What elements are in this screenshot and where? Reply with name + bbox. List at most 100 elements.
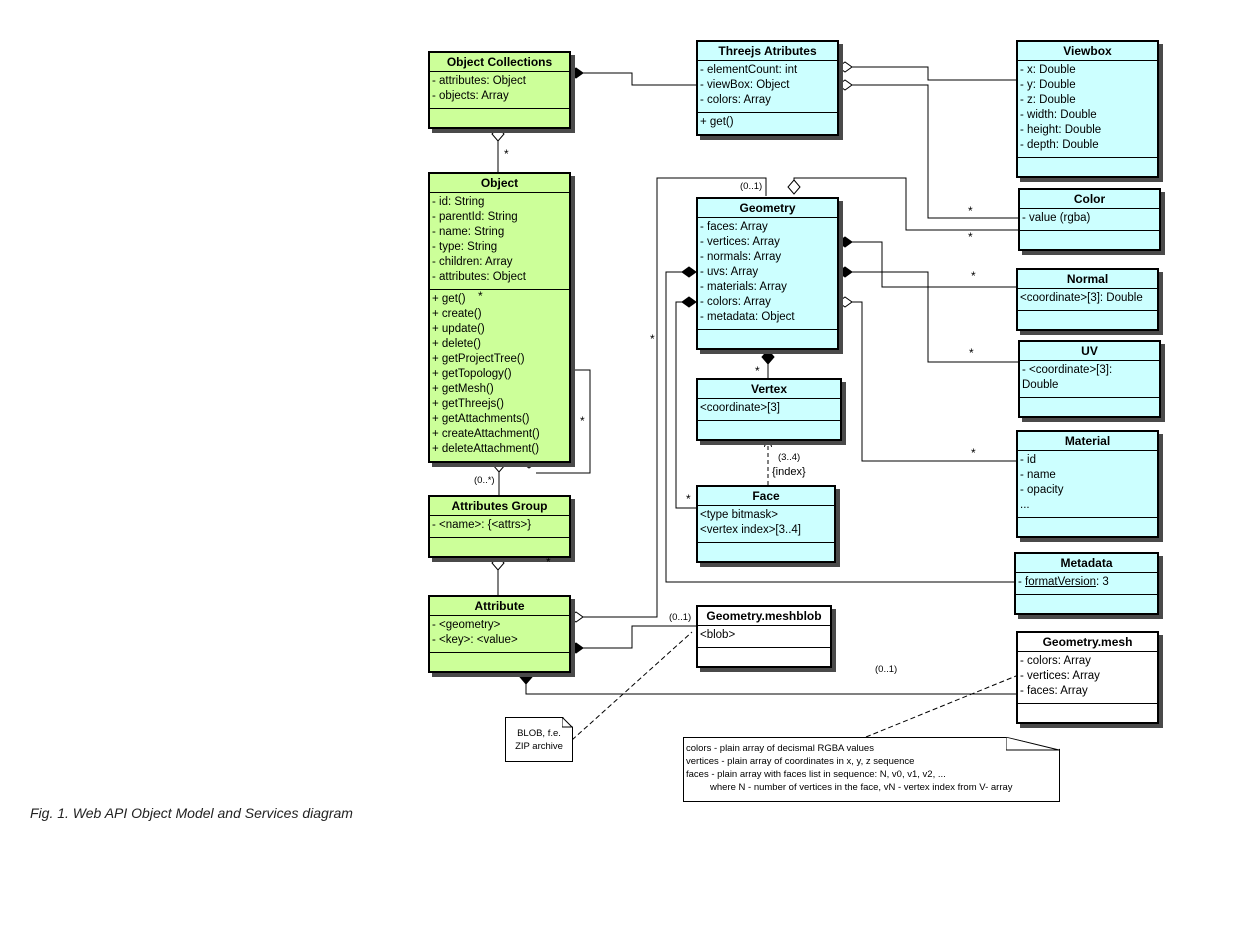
attribute-row: - opacity bbox=[1020, 484, 1064, 496]
class-operations bbox=[698, 543, 834, 561]
aggregation-diamond bbox=[787, 179, 801, 195]
attribute-name: formatVersion bbox=[1025, 576, 1096, 588]
note-line: faces - plain array with faces list in s… bbox=[686, 769, 946, 780]
class-material[interactable]: Material - id - name - opacity ... bbox=[1016, 430, 1159, 538]
class-title: Geometry.mesh bbox=[1018, 633, 1157, 652]
class-object-collections[interactable]: Object Collections - attributes: Object … bbox=[428, 51, 571, 129]
class-operations bbox=[430, 653, 569, 671]
operation-row: + create() bbox=[432, 308, 482, 320]
class-uv[interactable]: UV - <coordinate>[3]: Double bbox=[1018, 340, 1161, 418]
class-operations bbox=[698, 421, 840, 439]
multiplicity-label: * bbox=[504, 147, 509, 161]
operation-row: + update() bbox=[432, 323, 485, 335]
edge-attribute-meshblob bbox=[583, 625, 696, 649]
attribute-row: - colors: Array bbox=[700, 296, 771, 308]
class-title: Threejs Atributes bbox=[698, 42, 837, 61]
operation-row: + get() bbox=[700, 116, 734, 128]
class-attributes: - x: Double - y: Double - z: Double - wi… bbox=[1018, 61, 1157, 158]
class-threejs-atributes[interactable]: Threejs Atributes - elementCount: int - … bbox=[696, 40, 839, 136]
operation-row: + delete() bbox=[432, 338, 481, 350]
class-title: Vertex bbox=[698, 380, 840, 399]
multiplicity-label: * bbox=[971, 446, 976, 460]
multiplicity-label: * bbox=[968, 204, 973, 218]
class-face[interactable]: Face <type bitmask> <vertex index>[3..4] bbox=[696, 485, 836, 563]
composition-diamond bbox=[681, 296, 697, 308]
class-title: Object Collections bbox=[430, 53, 569, 72]
edge-geometry-metadata bbox=[665, 271, 1014, 583]
note-line: where N - number of vertices in the face… bbox=[710, 782, 1013, 793]
attribute-row: - children: Array bbox=[432, 256, 513, 268]
attribute-row: - colors: Array bbox=[700, 94, 771, 106]
class-attributes: - id: String - parentId: String - name: … bbox=[430, 193, 569, 290]
class-title: Object bbox=[430, 174, 569, 193]
aggregation-diamond bbox=[837, 79, 853, 91]
attribute-row: - depth: Double bbox=[1020, 139, 1099, 151]
edge-geometry-material bbox=[852, 301, 1016, 462]
class-operations: + get() bbox=[698, 113, 837, 134]
class-title: Metadata bbox=[1016, 554, 1157, 573]
class-attributes: - colors: Array - vertices: Array - face… bbox=[1018, 652, 1157, 704]
edge-geometry-uv bbox=[852, 271, 1018, 363]
class-attributes: - <name>: {<attrs>} bbox=[430, 516, 569, 538]
operation-row: + getMesh() bbox=[432, 383, 494, 395]
edge-object-self bbox=[536, 369, 591, 474]
edge-note-mesh bbox=[865, 675, 1017, 738]
attribute-row: <type bitmask> bbox=[700, 509, 778, 521]
class-title: UV bbox=[1020, 342, 1159, 361]
class-attributes: <coordinate>[3]: Double bbox=[1018, 289, 1157, 311]
aggregation-diamond bbox=[568, 611, 584, 623]
attribute-row: - <name>: {<attrs>} bbox=[432, 519, 532, 531]
class-attributes: - elementCount: int - viewBox: Object - … bbox=[698, 61, 837, 113]
operation-row: + getProjectTree() bbox=[432, 353, 525, 365]
attribute-row: - colors: Array bbox=[1020, 655, 1091, 667]
composition-diamond bbox=[761, 349, 775, 365]
figure-caption: Fig. 1. Web API Object Model and Service… bbox=[30, 805, 353, 821]
class-geometry-mesh[interactable]: Geometry.mesh - colors: Array - vertices… bbox=[1016, 631, 1159, 724]
composition-diamond bbox=[837, 266, 853, 278]
class-attribute[interactable]: Attribute - <geometry> - <key>: <value> bbox=[428, 595, 571, 673]
note-fold-icon bbox=[1006, 737, 1060, 751]
class-geometry-meshblob[interactable]: Geometry.meshblob <blob> bbox=[696, 605, 832, 668]
note-blob: BLOB, f.e. ZIP archive bbox=[505, 717, 573, 762]
class-attributes: - formatVersion: 3 bbox=[1016, 573, 1157, 595]
class-attributes: - id - name - opacity ... bbox=[1018, 451, 1157, 518]
class-operations bbox=[1018, 158, 1157, 176]
class-geometry[interactable]: Geometry - faces: Array - vertices: Arra… bbox=[696, 197, 839, 350]
class-normal[interactable]: Normal <coordinate>[3]: Double bbox=[1016, 268, 1159, 331]
attribute-row: - x: Double bbox=[1020, 64, 1076, 76]
attribute-row: - id: String bbox=[432, 196, 485, 208]
aggregation-diamond bbox=[837, 296, 853, 308]
class-operations bbox=[1016, 595, 1157, 613]
attribute-row: - normals: Array bbox=[700, 251, 782, 263]
class-title: Face bbox=[698, 487, 834, 506]
composition-diamond bbox=[568, 67, 584, 79]
class-vertex[interactable]: Vertex <coordinate>[3] bbox=[696, 378, 842, 441]
multiplicity-label: (0..*) bbox=[474, 475, 495, 486]
attribute-row: Double bbox=[1022, 379, 1059, 391]
class-object[interactable]: Object - id: String - parentId: String -… bbox=[428, 172, 571, 463]
class-attributes: - attributes: Object - objects: Array bbox=[430, 72, 569, 109]
class-attributes: - <coordinate>[3]: Double bbox=[1020, 361, 1159, 398]
multiplicity-label: * bbox=[969, 346, 974, 360]
class-title: Geometry.meshblob bbox=[698, 607, 830, 626]
operation-row: + getTopology() bbox=[432, 368, 512, 380]
class-attributes: <coordinate>[3] bbox=[698, 399, 840, 421]
multiplicity-label: * bbox=[580, 414, 585, 428]
class-color[interactable]: Color - value (rgba) bbox=[1018, 188, 1161, 251]
edge-note-blob bbox=[571, 631, 693, 741]
edge-geometry-normal bbox=[852, 241, 1016, 288]
attribute-row: - metadata: Object bbox=[700, 311, 795, 323]
class-viewbox[interactable]: Viewbox - x: Double - y: Double - z: Dou… bbox=[1016, 40, 1159, 178]
class-metadata[interactable]: Metadata - formatVersion: 3 bbox=[1014, 552, 1159, 615]
attribute-row: - value (rgba) bbox=[1022, 212, 1091, 224]
attribute-row: - name bbox=[1020, 469, 1056, 481]
edge-threejs-viewbox bbox=[852, 66, 1016, 81]
attribute-row: - z: Double bbox=[1020, 94, 1076, 106]
class-attributes-group[interactable]: Attributes Group - <name>: {<attrs>} bbox=[428, 495, 571, 558]
attribute-row: - faces: Array bbox=[700, 221, 768, 233]
class-operations bbox=[1018, 704, 1157, 722]
class-attributes: - faces: Array - vertices: Array - norma… bbox=[698, 218, 837, 330]
class-title: Attributes Group bbox=[430, 497, 569, 516]
composition-diamond bbox=[568, 642, 584, 654]
